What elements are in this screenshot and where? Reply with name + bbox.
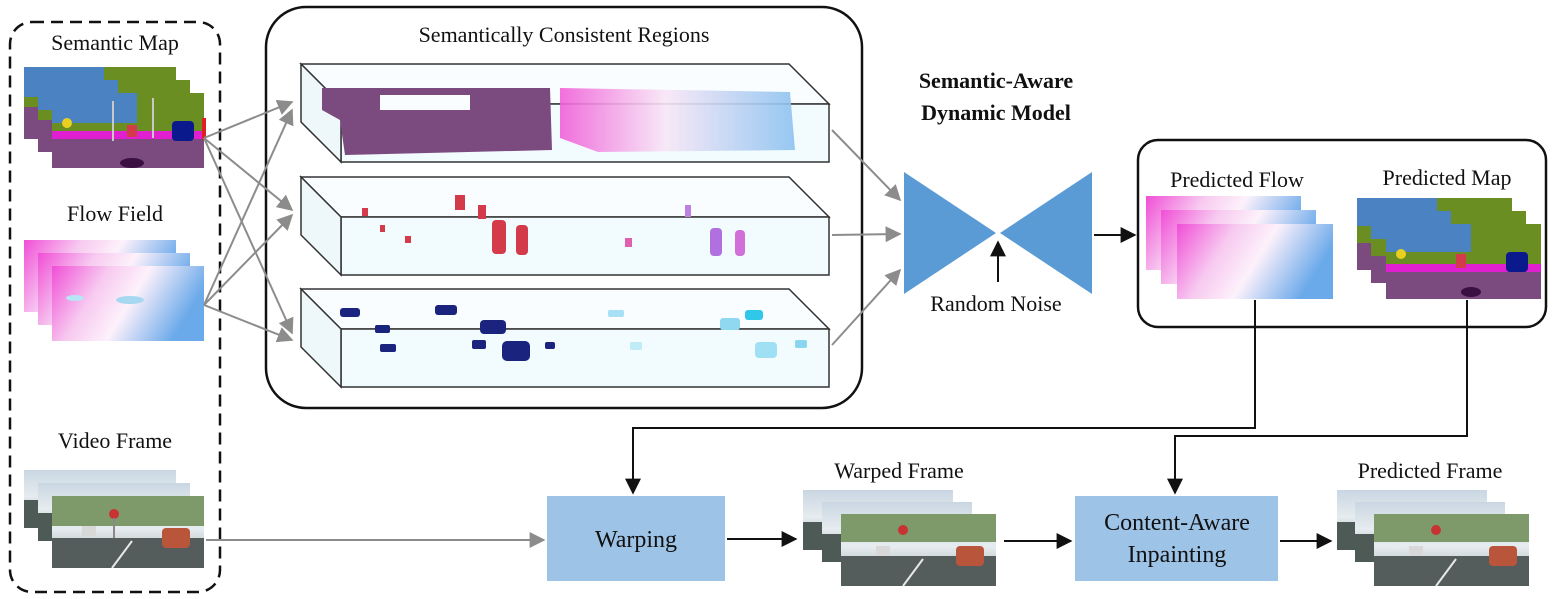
model-title-line1: Semantic-Aware	[919, 68, 1074, 93]
flow-field-label: Flow Field	[67, 201, 163, 226]
region-box-car	[299, 287, 831, 389]
warped-frame-label: Warped Frame	[834, 458, 964, 483]
dynamic-model-shape	[904, 172, 1092, 294]
semantic-map-label: Semantic Map	[51, 30, 179, 55]
predictions-frame	[1136, 138, 1548, 329]
flow-field-stack	[24, 240, 204, 341]
semantic-map-stack	[24, 67, 206, 168]
predicted-flow-stack	[1146, 196, 1333, 299]
inpainting-box	[1075, 496, 1278, 581]
region-box-person	[299, 175, 831, 277]
inpainting-label-line1: Content-Aware	[1104, 510, 1250, 536]
regions-frame	[264, 5, 864, 410]
random-noise-label: Random Noise	[930, 291, 1061, 316]
video-frame-stack	[24, 470, 204, 569]
input-to-region-arrows	[203, 100, 294, 343]
region-to-model-arrows	[831, 129, 902, 346]
predicted-flow-label: Predicted Flow	[1170, 167, 1304, 192]
predicted-frame-stack	[1337, 490, 1529, 587]
flow-to-warping-arrow	[625, 300, 1256, 495]
warped-frame-stack	[803, 490, 996, 587]
input-group-frame	[8, 20, 222, 594]
predicted-map-label: Predicted Map	[1383, 165, 1512, 190]
region-box-background	[299, 62, 831, 164]
warping-box	[547, 496, 725, 581]
inpainting-label-line2: Inpainting	[1128, 542, 1227, 568]
video-frame-label: Video Frame	[58, 428, 172, 453]
model-title-line2: Dynamic Model	[921, 100, 1071, 125]
regions-label: Semantically Consistent Regions	[419, 22, 710, 47]
predicted-frame-label: Predicted Frame	[1358, 458, 1503, 483]
predicted-map-stack	[1357, 198, 1541, 299]
warping-label: Warping	[595, 527, 677, 553]
map-to-inpainting-arrow	[1167, 300, 1468, 495]
